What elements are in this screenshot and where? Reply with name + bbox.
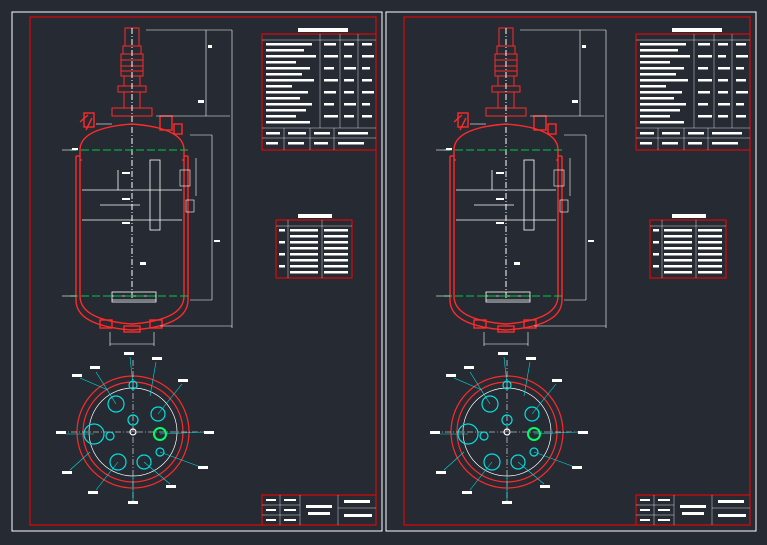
cad-drawing-svg: [0, 0, 767, 545]
drawing-background: [0, 0, 767, 545]
cad-drawing-canvas: [0, 0, 767, 545]
